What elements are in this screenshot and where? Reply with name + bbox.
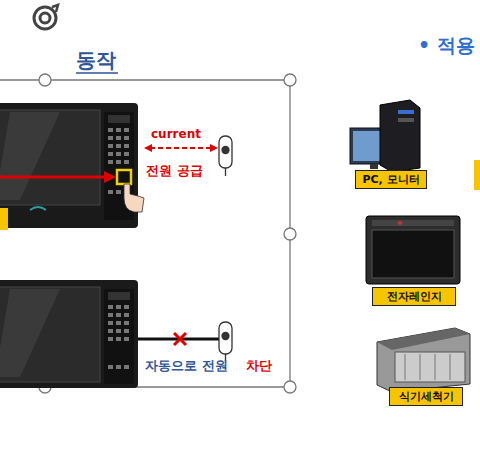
partial-label <box>474 160 480 190</box>
status-text: 전원 공급 <box>146 164 203 178</box>
underline <box>76 72 118 74</box>
microwave-image <box>366 216 460 284</box>
current-label: current <box>151 128 201 141</box>
section-heading: • 적용 <box>418 35 475 56</box>
label-tag: PC, 모니터 <box>355 170 427 189</box>
status-text: 차단 <box>246 359 272 373</box>
label-tag: 식기세척기 <box>389 387 463 406</box>
label-tag: 전자레인지 <box>372 287 456 306</box>
dishwasher-image <box>377 328 470 392</box>
status-text: 자동으로 전원 <box>145 359 228 373</box>
pc-image <box>350 100 420 172</box>
current-arrow <box>144 144 218 152</box>
tag-text: PC, 모니터 <box>362 172 419 187</box>
tag-text: 식기세척기 <box>399 389 454 404</box>
power-plug <box>219 136 232 176</box>
microwave-on <box>0 103 144 230</box>
refresh-icon <box>34 5 58 29</box>
section-heading: 동작 <box>76 49 116 71</box>
power-plug <box>219 322 232 362</box>
tag-text: 전자레인지 <box>387 289 442 304</box>
